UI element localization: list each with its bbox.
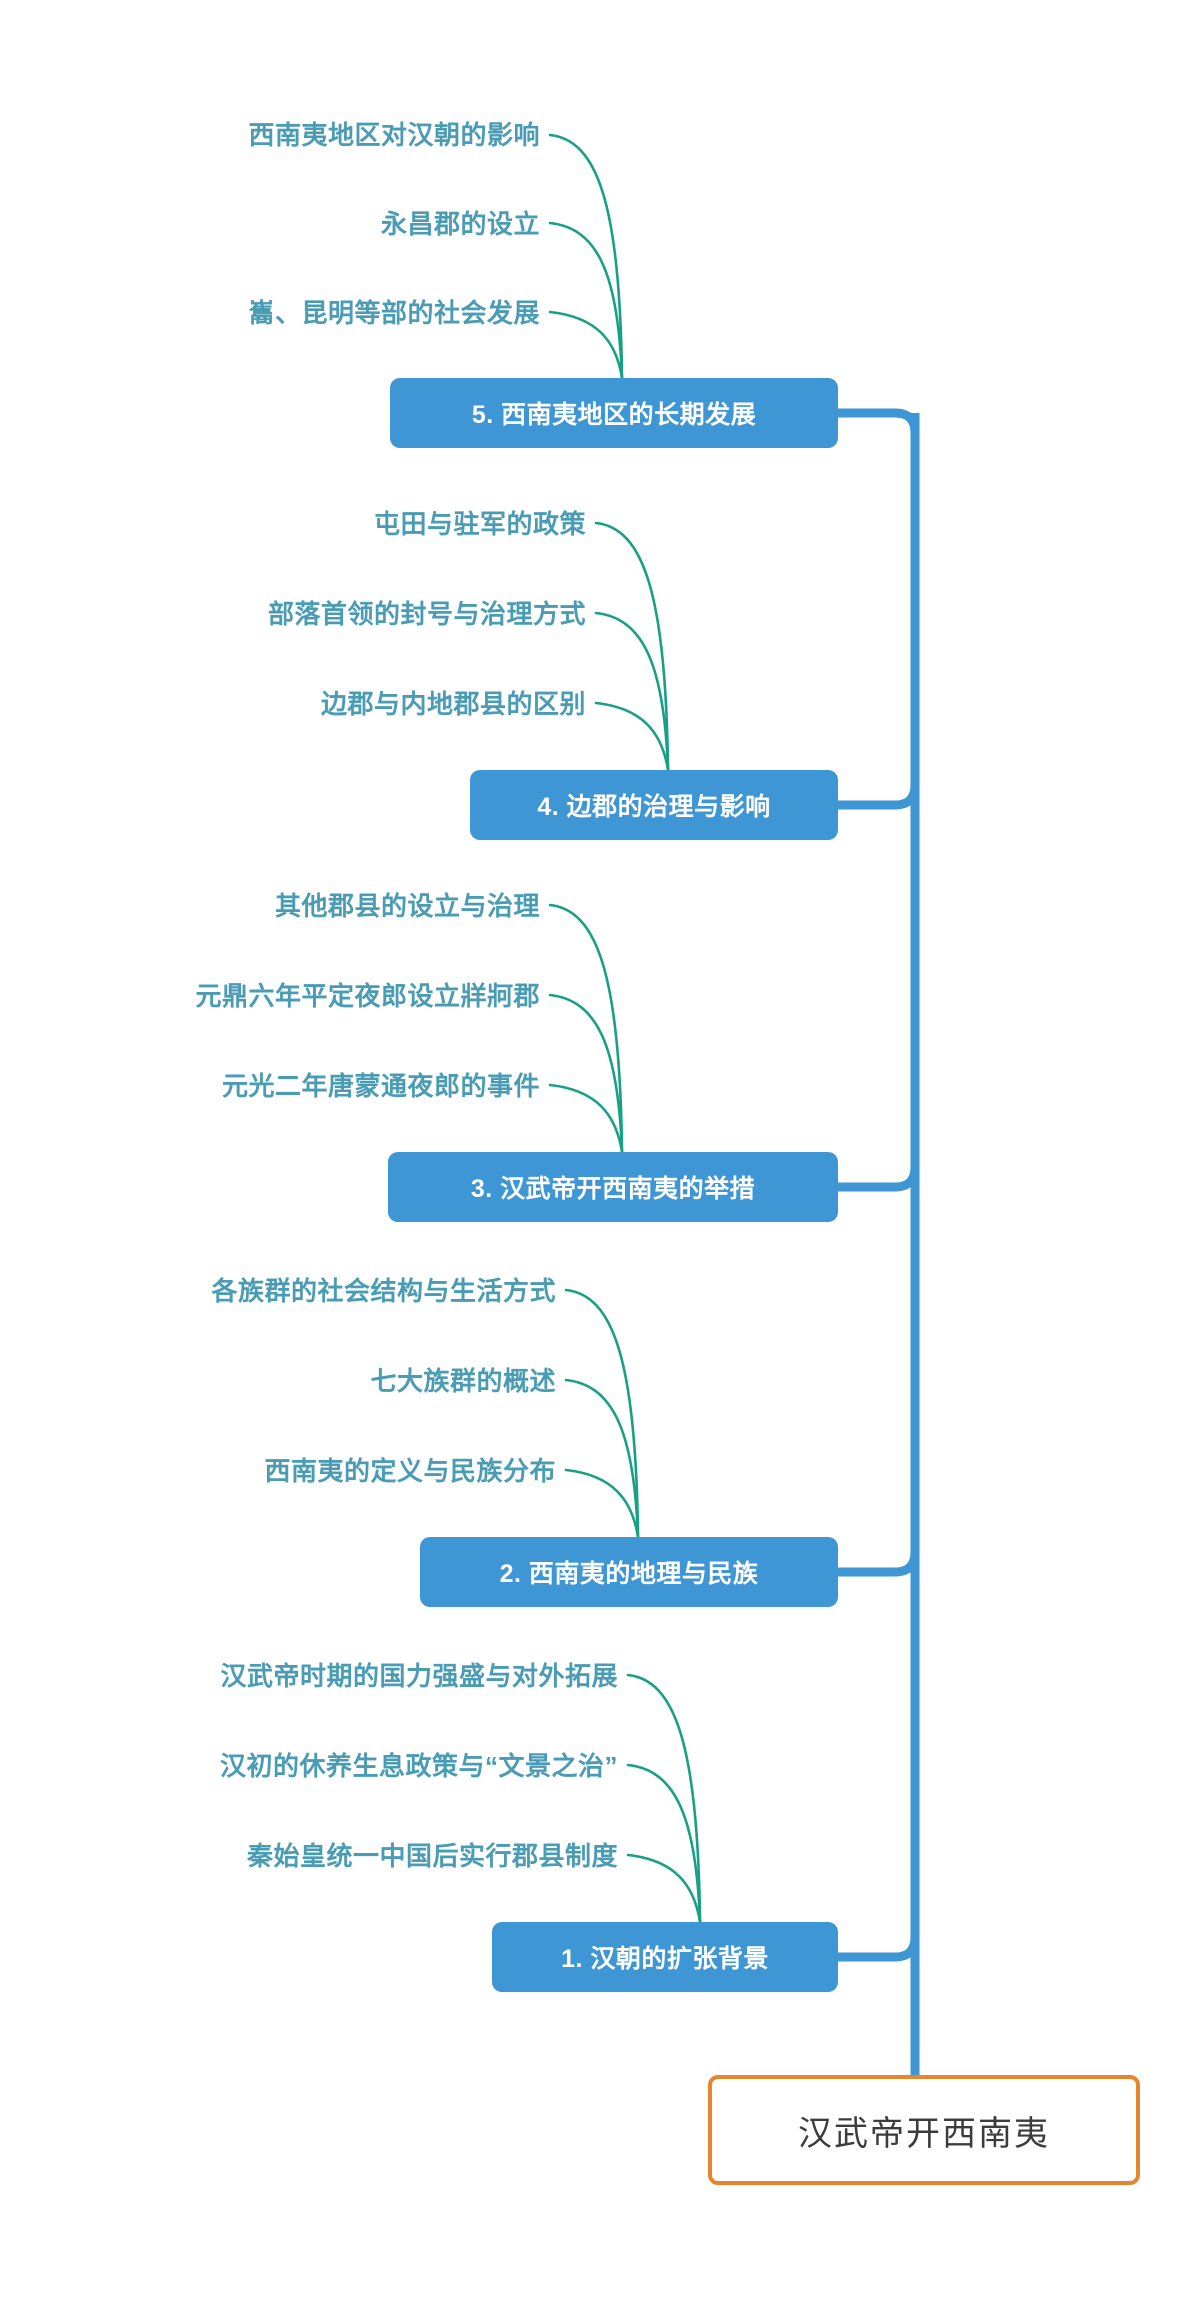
leaf-2-1[interactable]: 各族群的社会结构与生活方式 <box>211 1276 556 1306</box>
branch-node-4[interactable]: 4. 边郡的治理与影响 <box>470 770 838 840</box>
branch-node-1-label: 1. 汉朝的扩张背景 <box>561 1945 769 1973</box>
leaf-5-3[interactable]: 巂、昆明等部的社会发展 <box>248 298 540 328</box>
leaf-4-3[interactable]: 边郡与内地郡县的区别 <box>320 689 586 719</box>
leaf-link-2-1 <box>564 1288 640 1539</box>
branch-link-4 <box>838 760 920 810</box>
branch-node-5-label: 5. 西南夷地区的长期发展 <box>471 401 757 429</box>
leaf-link-3-1 <box>548 903 624 1154</box>
leaf-link-4-2 <box>594 611 670 772</box>
branch-node-4-label: 4. 边郡的治理与影响 <box>537 793 771 821</box>
branch-link-1 <box>838 1912 920 1962</box>
leaf-link-1-3 <box>626 1853 702 1924</box>
leaf-link-4-1 <box>594 521 670 772</box>
branch-link-5 <box>838 408 920 460</box>
leaf-link-1-1 <box>626 1673 702 1924</box>
leaf-link-5-3 <box>548 310 624 380</box>
leaf-4-2[interactable]: 部落首领的封号与治理方式 <box>267 599 586 629</box>
root-node-label: 汉武帝开西南夷 <box>798 2114 1050 2153</box>
leaf-link-3-3 <box>548 1083 624 1154</box>
leaf-link-1-2 <box>626 1763 702 1924</box>
leaf-4-1[interactable]: 屯田与驻军的政策 <box>373 509 586 539</box>
leaf-1-1[interactable]: 汉武帝时期的国力强盛与对外拓展 <box>220 1661 618 1691</box>
leaf-2-3[interactable]: 西南夷的定义与民族分布 <box>264 1456 556 1486</box>
leaf-1-3[interactable]: 秦始皇统一中国后实行郡县制度 <box>246 1841 618 1871</box>
leaf-3-3[interactable]: 元光二年唐蒙通夜郎的事件 <box>221 1071 540 1101</box>
branch-node-2-label: 2. 西南夷的地理与民族 <box>499 1560 759 1588</box>
leaf-2-2[interactable]: 七大族群的概述 <box>370 1366 556 1396</box>
leaf-link-2-3 <box>564 1468 640 1539</box>
branch-node-1[interactable]: 1. 汉朝的扩张背景 <box>492 1922 838 1992</box>
branch-link-3 <box>838 1142 920 1192</box>
leaf-link-5-1 <box>548 133 624 380</box>
branch-node-3[interactable]: 3. 汉武帝开西南夷的举措 <box>388 1152 838 1222</box>
leaf-5-1[interactable]: 西南夷地区对汉朝的影响 <box>248 120 540 150</box>
branch-node-2[interactable]: 2. 西南夷的地理与民族 <box>420 1537 838 1607</box>
leaf-1-2[interactable]: 汉初的休养生息政策与“文景之治” <box>219 1751 618 1781</box>
branch-node-3-label: 3. 汉武帝开西南夷的举措 <box>470 1175 756 1203</box>
branch-link-2 <box>838 1527 920 1577</box>
leaf-link-4-3 <box>594 701 670 772</box>
root-node[interactable]: 汉武帝开西南夷 <box>708 2075 1140 2185</box>
leaf-link-5-2 <box>548 221 624 380</box>
branch-node-5[interactable]: 5. 西南夷地区的长期发展 <box>390 378 838 448</box>
leaf-3-2[interactable]: 元鼎六年平定夜郎设立牂牁郡 <box>195 981 540 1011</box>
leaf-link-3-2 <box>548 993 624 1154</box>
leaf-link-2-2 <box>564 1378 640 1539</box>
leaf-5-2[interactable]: 永昌郡的设立 <box>380 209 540 239</box>
leaf-3-1[interactable]: 其他郡县的设立与治理 <box>274 891 540 921</box>
